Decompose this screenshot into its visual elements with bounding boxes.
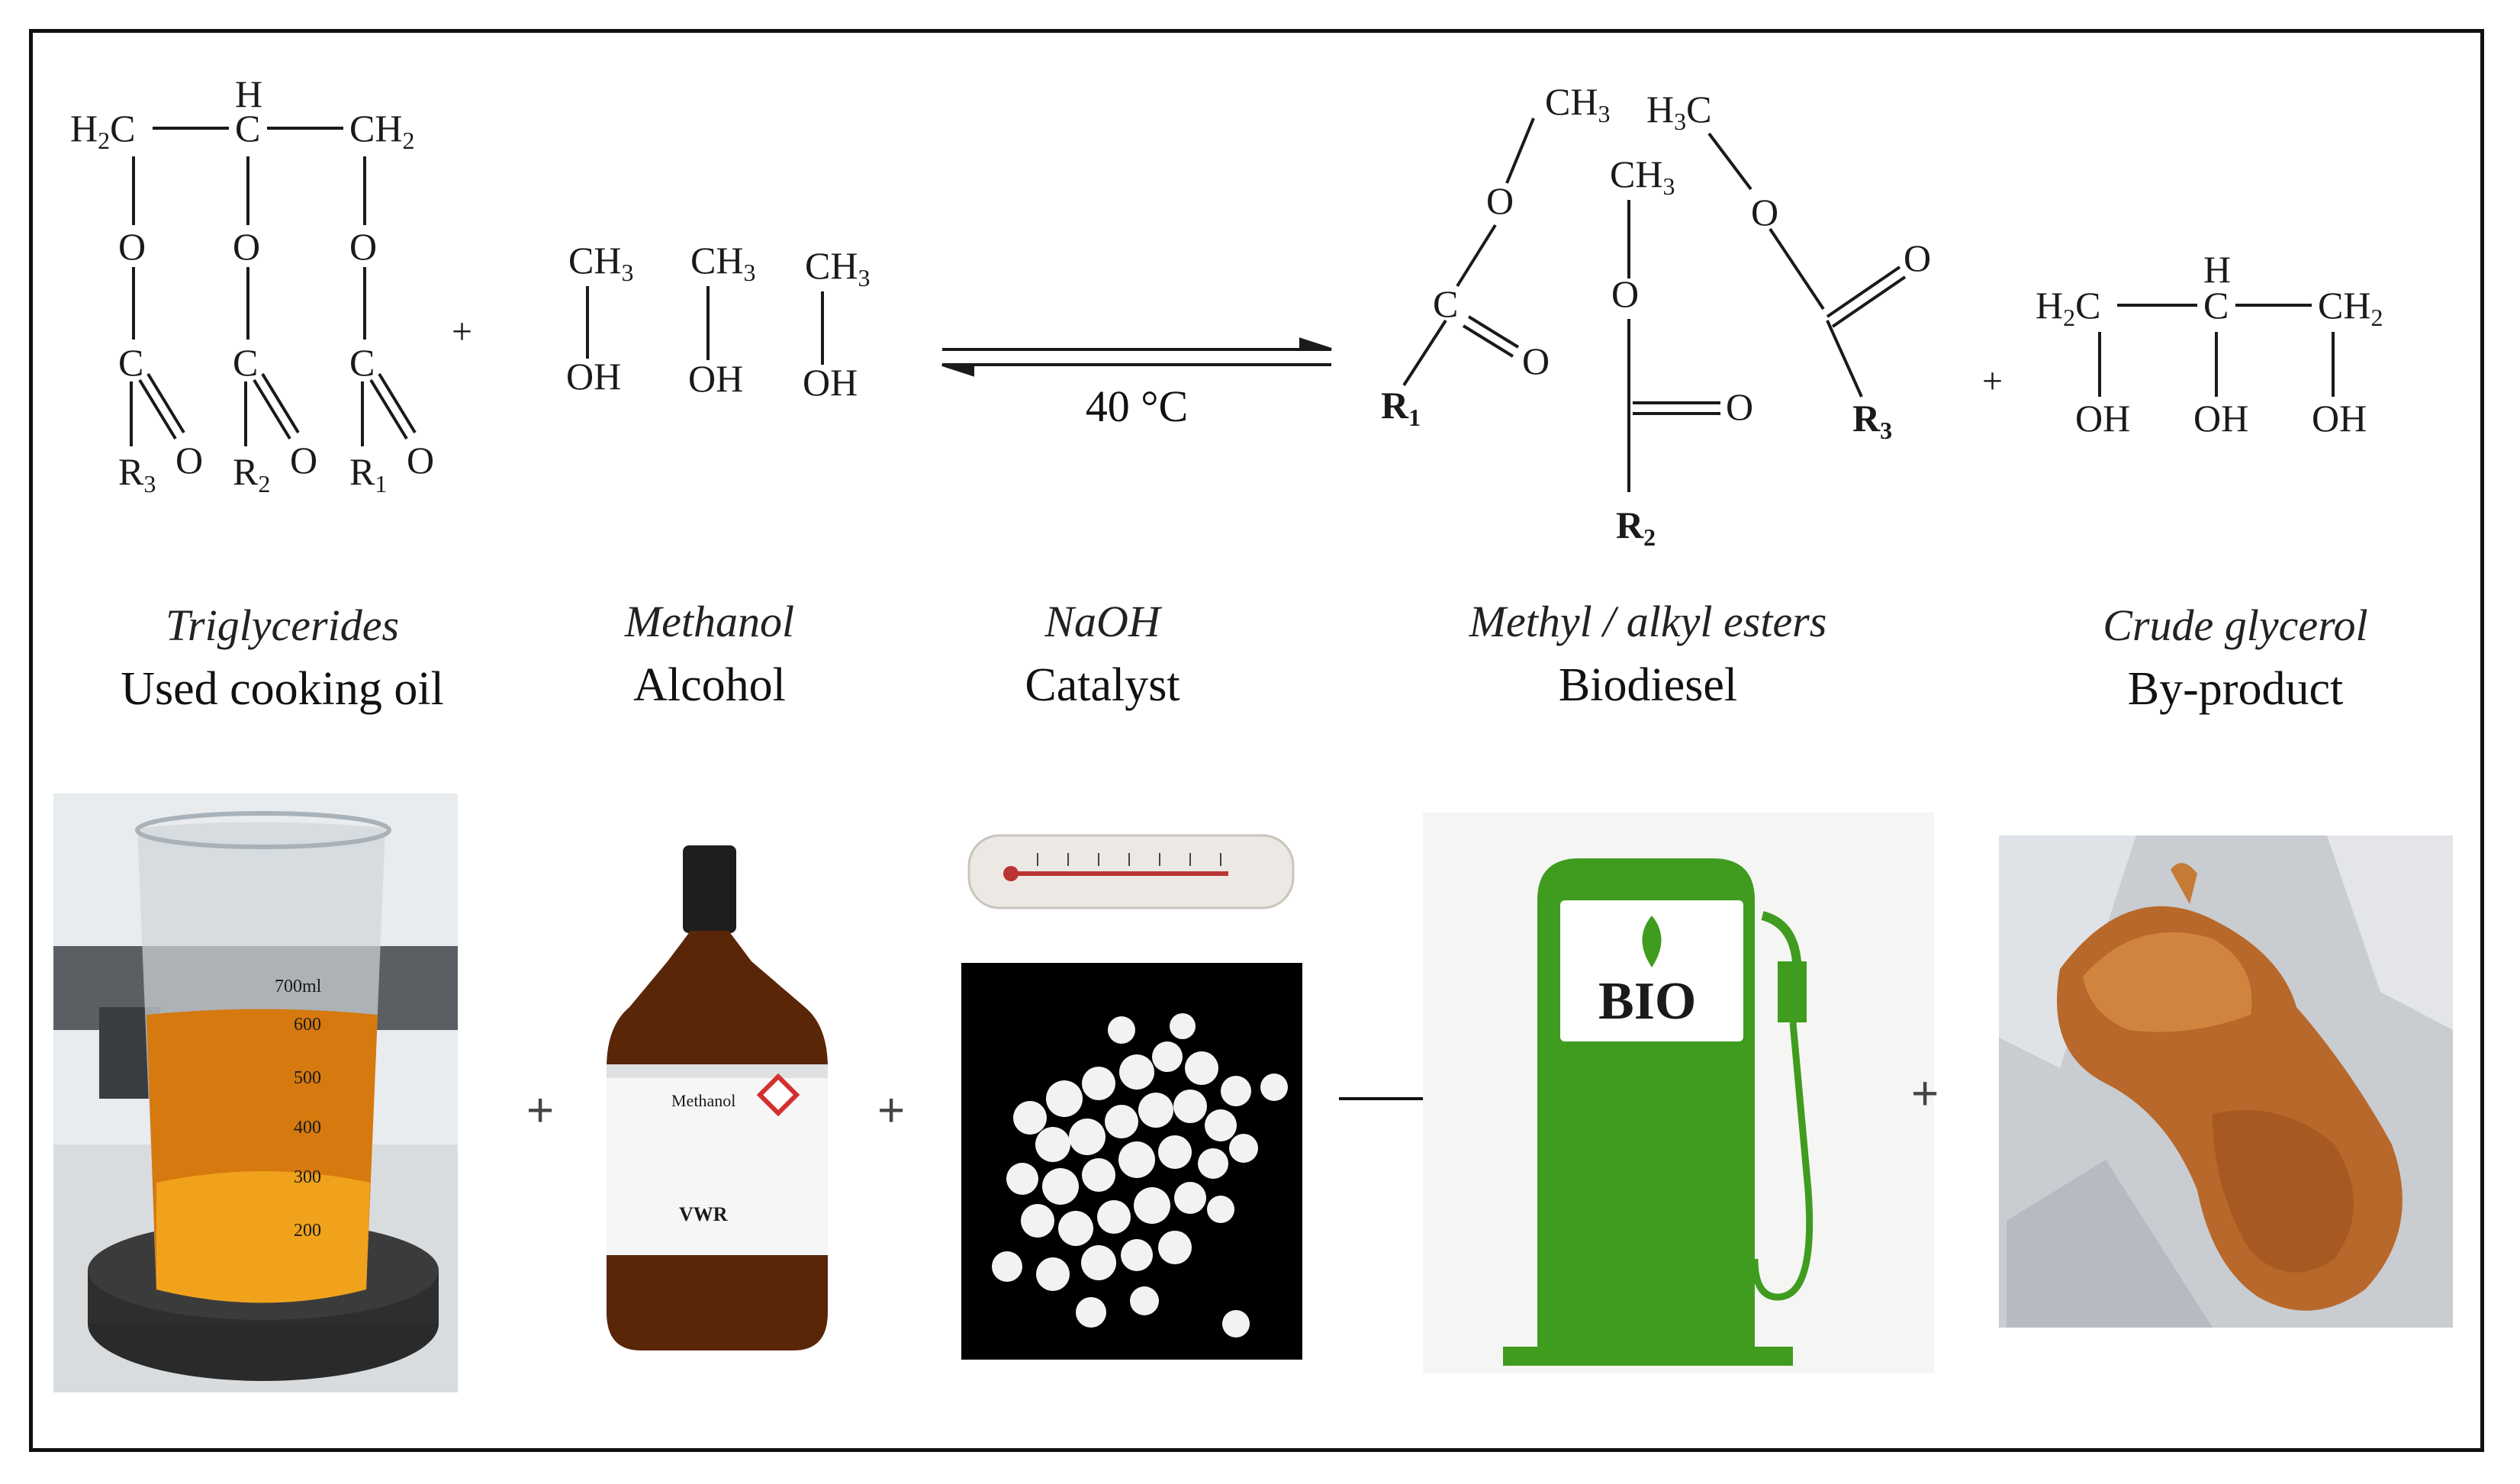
figure-frame xyxy=(29,29,2484,1452)
methanol-bottle-photo: Methanol VWR xyxy=(607,845,828,1350)
svg-text:H: H xyxy=(2203,248,2231,291)
plus-sign: + xyxy=(452,311,472,352)
svg-text:O: O xyxy=(1522,340,1550,382)
svg-text:200: 200 xyxy=(294,1221,321,1241)
svg-text:OH: OH xyxy=(2193,397,2248,439)
svg-text:600: 600 xyxy=(294,1015,321,1035)
svg-text:OH: OH xyxy=(803,361,858,404)
ester-atoms: CH3 H3C O C O R1 CH3 O O R2 O O R3 xyxy=(1381,80,1931,551)
svg-text:O: O xyxy=(1751,191,1778,233)
ester-bonds xyxy=(1402,117,1907,492)
svg-text:R3: R3 xyxy=(118,450,156,497)
svg-text:O: O xyxy=(290,439,317,481)
svg-text:OH: OH xyxy=(688,357,743,400)
svg-text:400: 400 xyxy=(294,1118,321,1138)
plus-sign: + xyxy=(1982,361,2003,401)
triglyceride-atoms: H2C H C CH2 O O O C C C R3 O R2 O R1 O xyxy=(70,72,434,497)
methanol-bonds xyxy=(586,286,824,365)
beaker-graduations: 700ml 600 500 400 300 200 xyxy=(275,977,322,1241)
svg-text:VWR: VWR xyxy=(679,1203,728,1225)
caption-methyl-esters: Methyl / alkyl esters Biodiesel xyxy=(1469,597,1827,711)
svg-text:O: O xyxy=(233,225,260,268)
crude-glycerol-photo xyxy=(1999,835,2453,1328)
equilibrium-arrow xyxy=(941,337,1332,377)
svg-text:CH3: CH3 xyxy=(1610,153,1675,200)
glycerol-bonds xyxy=(2098,304,2335,397)
svg-text:500: 500 xyxy=(294,1068,321,1088)
svg-text:C: C xyxy=(118,341,143,384)
plus-sign: + xyxy=(526,1084,555,1137)
svg-text:C: C xyxy=(2203,284,2229,327)
glycerol-atoms: H2C H C CH2 OH OH OH xyxy=(2036,248,2383,439)
svg-text:R1: R1 xyxy=(349,450,387,497)
svg-text:300: 300 xyxy=(294,1167,321,1187)
svg-text:O: O xyxy=(1611,272,1639,315)
svg-text:CH2: CH2 xyxy=(349,107,414,154)
svg-text:R2: R2 xyxy=(233,450,270,497)
svg-text:CH3: CH3 xyxy=(690,239,755,286)
svg-text:C: C xyxy=(1433,282,1458,325)
svg-text:Methanol: Methanol xyxy=(671,1091,735,1110)
svg-text:H2C: H2C xyxy=(2036,284,2100,331)
svg-text:H: H xyxy=(235,72,262,115)
svg-text:CH3: CH3 xyxy=(1545,80,1610,127)
svg-text:OH: OH xyxy=(2312,397,2367,439)
svg-text:C: C xyxy=(235,107,260,150)
svg-text:O: O xyxy=(407,439,434,481)
reaction-condition: 40 °C xyxy=(1085,381,1189,431)
thermometer-photo xyxy=(967,834,1295,909)
svg-text:O: O xyxy=(118,225,146,268)
svg-text:O: O xyxy=(1486,179,1514,222)
svg-text:CH3: CH3 xyxy=(805,244,870,291)
plus-sign: + xyxy=(1911,1067,1939,1120)
svg-text:OH: OH xyxy=(566,355,621,398)
svg-text:C: C xyxy=(349,341,375,384)
triglyceride-structure xyxy=(130,127,417,446)
bio-fuel-pump-icon: BIO xyxy=(1423,813,1934,1373)
svg-text:H3C: H3C xyxy=(1646,88,1711,135)
bio-label: BIO xyxy=(1598,972,1696,1031)
caption-crude-glycerol: Crude glycerol By-product xyxy=(2103,600,2368,715)
plus-sign: + xyxy=(877,1084,906,1137)
svg-text:H2C: H2C xyxy=(70,107,135,154)
svg-text:R2: R2 xyxy=(1616,504,1656,551)
svg-text:O: O xyxy=(1904,237,1931,279)
svg-text:OH: OH xyxy=(2075,397,2130,439)
svg-text:CH2: CH2 xyxy=(2318,284,2383,331)
svg-text:700ml: 700ml xyxy=(275,977,322,996)
naoh-pellets-photo xyxy=(961,963,1302,1360)
caption-methanol: Methanol Alcohol xyxy=(624,597,795,711)
methanol-structures: CH3 CH3 CH3 OH OH OH xyxy=(566,239,870,404)
svg-text:CH3: CH3 xyxy=(568,239,633,286)
svg-text:R1: R1 xyxy=(1381,384,1421,431)
caption-naoh: NaOH Catalyst xyxy=(1025,597,1180,711)
svg-text:O: O xyxy=(349,225,377,268)
svg-text:O: O xyxy=(1726,385,1753,428)
svg-text:C: C xyxy=(233,341,258,384)
svg-text:O: O xyxy=(175,439,203,481)
beaker-photo xyxy=(53,794,458,1392)
svg-text:R3: R3 xyxy=(1852,397,1892,444)
caption-triglycerides: Triglycerides Used cooking oil xyxy=(121,600,444,715)
